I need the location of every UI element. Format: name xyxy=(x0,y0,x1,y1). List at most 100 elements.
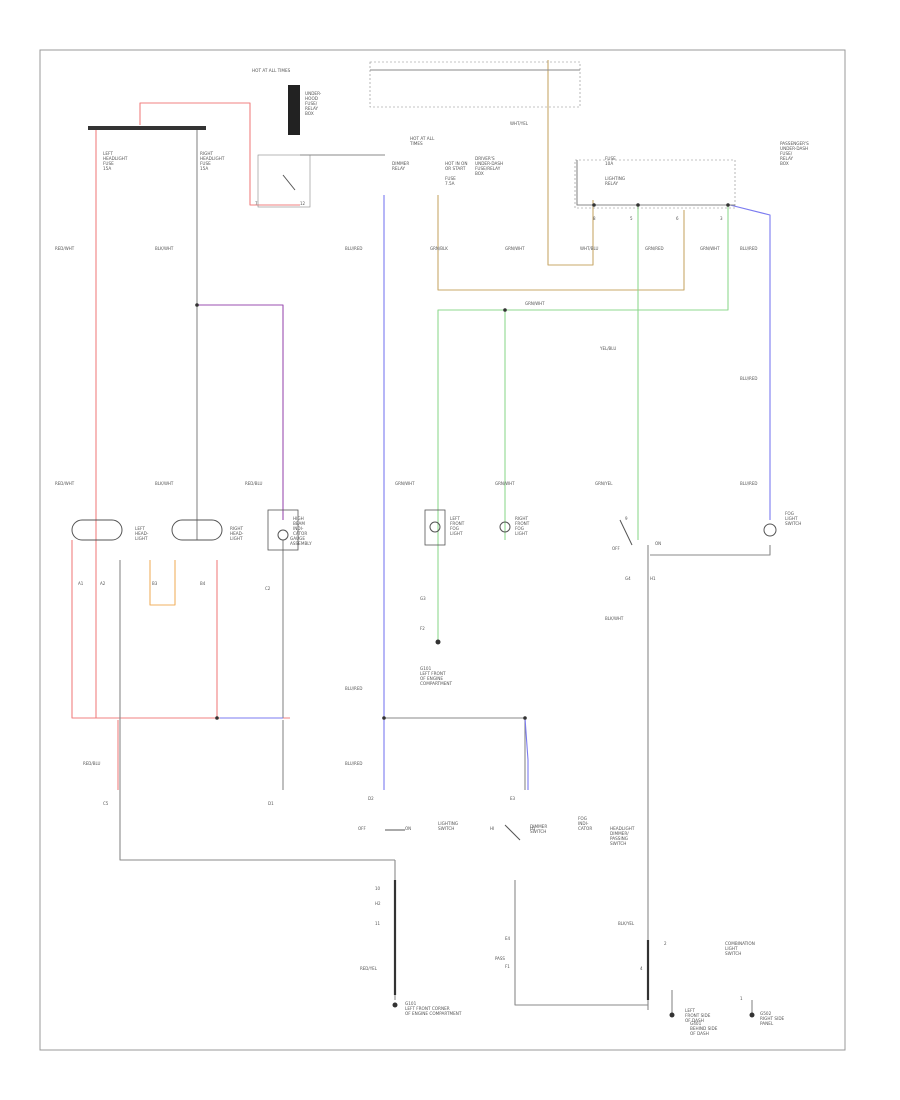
wire-label-w26: GRN/WHT xyxy=(525,301,545,306)
wire-label-w15: BLK/WHT xyxy=(155,246,174,251)
pin-label: G3 xyxy=(420,596,426,601)
component-label-line: LIGHTING xyxy=(438,821,458,826)
ground-point-1 xyxy=(435,639,441,645)
wire-label-w18: GRN/RED xyxy=(645,246,664,251)
component-label-line: FUSE/ xyxy=(305,101,318,106)
component-label-line: HEADLIGHT xyxy=(200,156,225,161)
wire-label-w4: RED/BLU xyxy=(245,481,263,486)
wire-blue-passenger xyxy=(729,204,771,520)
pin-label: C5 xyxy=(103,801,109,806)
left-fog-light-bulb xyxy=(429,521,441,533)
component-label-c1: HOT AT ALL TIMES xyxy=(252,68,291,73)
component-label-line: LEFT FRONT xyxy=(420,671,446,676)
wire-gray-lower-right xyxy=(514,880,648,1006)
component-label-line: CATOR xyxy=(293,531,307,536)
component-label-line: LEFT xyxy=(450,516,460,521)
pin-label: 9 xyxy=(625,516,628,521)
component-label-line: UNDER- xyxy=(305,91,322,96)
component-label-line: FOG xyxy=(450,526,459,531)
pin-label: G4 xyxy=(625,576,631,581)
component-label-line: HOT AT ALL TIMES xyxy=(252,68,291,73)
dimmer-switch-contact xyxy=(504,824,521,841)
wires xyxy=(71,60,771,1015)
component-label-line: LEFT xyxy=(135,526,145,531)
component-label-line: SWITCH xyxy=(610,841,626,846)
ground-point-4 xyxy=(749,1012,755,1018)
component-label-line: FOG xyxy=(578,816,587,821)
wire-label-w19: GRN/WHT xyxy=(700,246,720,251)
wire-tan-upper xyxy=(547,60,594,266)
wire-label-w16: GRN/WHT xyxy=(505,246,525,251)
component-label-line: G401 xyxy=(690,1021,702,1026)
wire-label-w12: BLU/RED xyxy=(345,686,362,691)
component-label-line: HOT IN ON xyxy=(445,161,467,166)
splice-3 xyxy=(215,716,219,720)
left-headlight-bulb xyxy=(71,519,123,541)
pin-label: F2 xyxy=(420,626,425,631)
component-label-line: RELAY xyxy=(305,106,319,111)
wire-label-w25: BLK/YEL xyxy=(618,921,635,926)
wire-green-main xyxy=(437,205,729,640)
component-label-line: BEHIND SIDE xyxy=(690,1026,718,1031)
component-label-line: FUSE xyxy=(445,176,456,181)
component-label-line: OF DASH xyxy=(690,1031,709,1036)
component-label-line: GAUGE xyxy=(290,536,305,541)
component-label-line: LIGHT xyxy=(135,536,148,541)
component-label-line: INDI- xyxy=(293,526,304,531)
component-label-line: 15A xyxy=(200,166,208,171)
component-label-line: SWITCH xyxy=(785,521,801,526)
component-label-line: BEAM xyxy=(293,521,305,526)
wire-label-w21: WHT/YEL xyxy=(510,121,529,126)
right-fog-light-bulb xyxy=(499,521,511,533)
wire-label-w7: GRN/WHT xyxy=(495,481,515,486)
switch-position-label: ON xyxy=(405,826,411,831)
component-label-line: DIMMER/ xyxy=(610,831,629,836)
wire-label-w14: RED/BLU xyxy=(83,761,101,766)
pin-label: A1 xyxy=(78,581,84,586)
bus-bar xyxy=(88,126,206,130)
component-label-line: LIGHT xyxy=(515,531,528,536)
pin-label: B4 xyxy=(200,581,206,586)
switch-position-label: LO xyxy=(530,826,535,831)
pin-label: B3 xyxy=(152,581,158,586)
pin-label: E3 xyxy=(510,796,516,801)
pin-label: D1 xyxy=(268,801,274,806)
component-label-line: SWITCH xyxy=(530,829,546,834)
pin-label: 12 xyxy=(300,201,306,206)
component-label-line: LIGHT xyxy=(230,536,243,541)
pin-label: 3 xyxy=(720,216,723,221)
component-label-line: LIGHTING xyxy=(605,176,625,181)
wire-gray-switch xyxy=(119,560,395,861)
component-label-line: COMPARTMENT xyxy=(420,681,453,686)
wire-blue-right xyxy=(524,717,529,790)
splice-1 xyxy=(195,303,199,307)
wire-gray-fog-ret xyxy=(650,545,771,556)
left-fog-light-box xyxy=(424,509,446,546)
pin-label: 2 xyxy=(664,941,667,946)
wire-orange xyxy=(149,560,176,606)
splice-2 xyxy=(382,716,386,720)
wire-label-w8: GRN/YEL xyxy=(595,481,613,486)
component-label-line: LEFT xyxy=(103,151,113,156)
wire-label-w13: BLU/RED xyxy=(345,761,362,766)
component-label-line: OF ENGINE COMPARTMENT xyxy=(405,1011,462,1016)
component-label-line: HEADLIGHT xyxy=(103,156,128,161)
wire-violet xyxy=(197,304,284,520)
wire-label-w20: BLU/RED xyxy=(740,246,757,251)
switch-position-label: OFF xyxy=(358,826,366,831)
battery-fusible-link xyxy=(288,85,300,135)
